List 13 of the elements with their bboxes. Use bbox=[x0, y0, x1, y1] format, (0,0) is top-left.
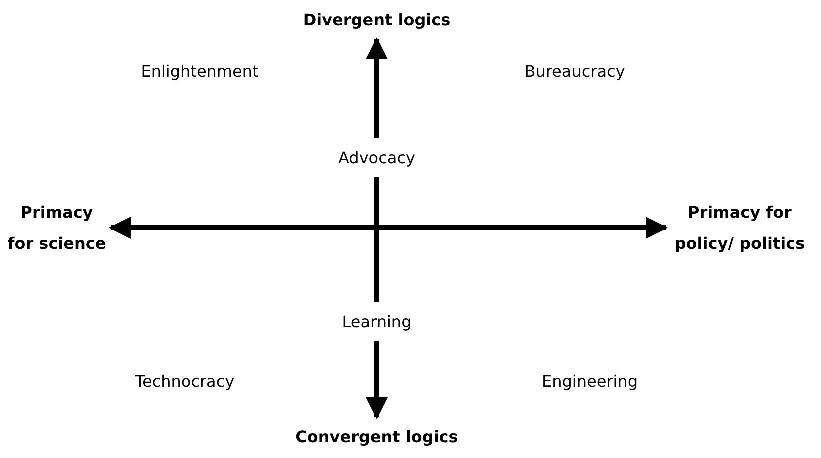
axis-label: Divergent logics bbox=[277, 4, 477, 36]
quadrant-label: Engineering bbox=[542, 371, 638, 393]
quadrant-label: Enlightenment bbox=[141, 61, 259, 83]
arrow bbox=[366, 38, 388, 138]
quadrant-label: Bureaucracy bbox=[524, 61, 626, 83]
axis-label: Advocacy bbox=[322, 142, 432, 174]
arrow bbox=[366, 342, 388, 420]
arrow bbox=[109, 217, 668, 239]
axis-label: Primacy for policy/ politics bbox=[670, 197, 810, 259]
axis-label: Convergent logics bbox=[277, 422, 477, 452]
quadrant-label: Technocracy bbox=[135, 371, 235, 393]
axis-label: Primacy for science bbox=[7, 197, 107, 259]
axis-label: Learning bbox=[322, 306, 432, 338]
